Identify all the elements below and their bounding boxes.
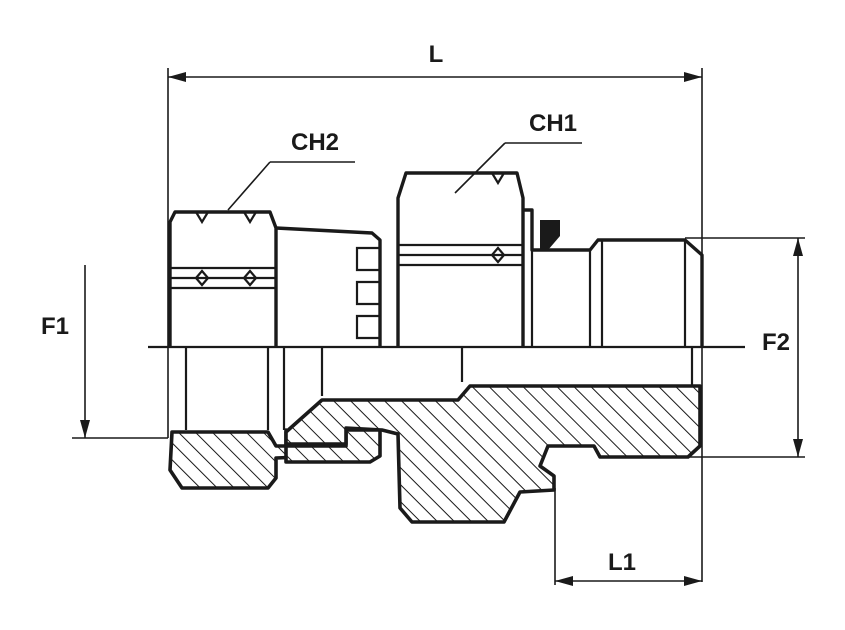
body-section — [284, 384, 702, 524]
dimension-L: L — [167, 41, 703, 582]
label-L1: L1 — [608, 549, 636, 576]
label-F2: F2 — [762, 329, 790, 356]
nut-diamond-mark — [242, 269, 258, 287]
label-L: L — [429, 41, 444, 68]
male-stud — [523, 208, 704, 385]
arrowhead — [793, 238, 803, 256]
arrowhead — [684, 576, 702, 586]
hex-body-ch1 — [396, 171, 525, 382]
hex-chamfer-mark — [491, 172, 505, 186]
leader-line — [227, 161, 271, 211]
nut-outline — [168, 210, 278, 347]
cone-body — [275, 226, 382, 430]
label-F1: F1 — [41, 313, 69, 340]
cone-groove — [355, 246, 380, 272]
arrowhead — [80, 420, 90, 438]
arrowhead — [168, 72, 186, 82]
leader-CH2: CH2 — [227, 129, 355, 211]
leader-CH1: CH1 — [454, 110, 582, 194]
arrowhead — [684, 72, 702, 82]
stud-outline — [523, 208, 704, 347]
label-CH2: CH2 — [291, 129, 339, 156]
nut-diamond-mark — [194, 269, 210, 287]
cone-groove — [355, 280, 380, 306]
dimension-L1: L1 — [554, 488, 702, 586]
dimension-F1: F1 — [41, 265, 168, 439]
hex-outline — [396, 171, 525, 347]
arrowhead — [555, 576, 573, 586]
nut-chamfer-mark — [195, 211, 209, 225]
label-CH1: CH1 — [529, 110, 577, 137]
dimension-F2: F2 — [685, 237, 805, 458]
swivel-nut-ch2 — [168, 210, 278, 430]
nut-chamfer-mark — [243, 211, 257, 225]
hex-diamond-mark — [490, 246, 506, 264]
section-view — [168, 384, 702, 524]
arrowhead — [793, 439, 803, 457]
seal-ring-icon — [540, 220, 560, 250]
leader-line — [454, 142, 506, 194]
cone-outline — [275, 226, 382, 347]
cone-groove — [355, 314, 380, 340]
